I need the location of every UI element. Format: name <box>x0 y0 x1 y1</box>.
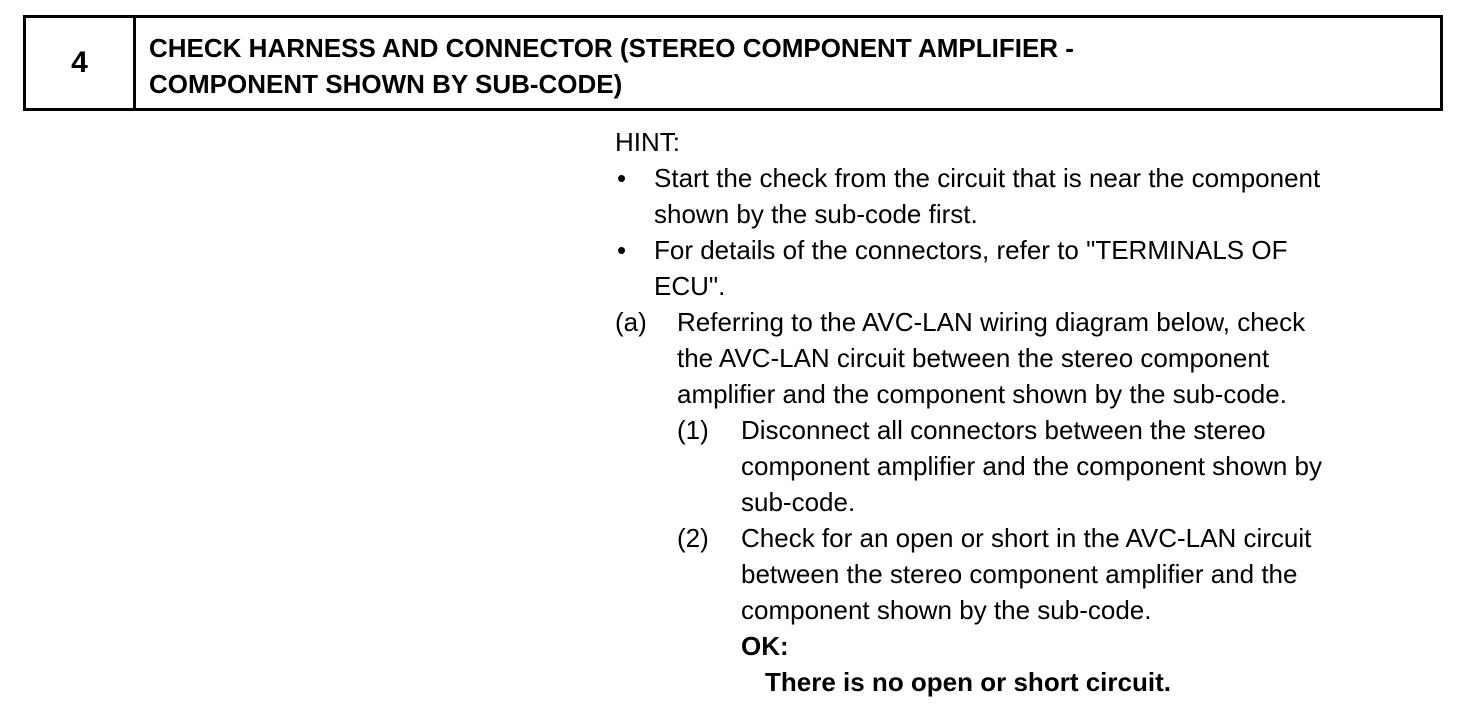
substep-marker: (2) <box>677 523 709 553</box>
procedure-step: (a) Referring to the AVC-LAN wiring diag… <box>615 304 1455 700</box>
step-number: 4 <box>26 18 136 108</box>
bullet-marker: • <box>617 235 627 265</box>
ok-result: There is no open or short circuit. <box>765 667 1171 697</box>
procedure-text-line: amplifier and the component shown by the… <box>677 379 1287 409</box>
substep-marker: (1) <box>677 415 709 445</box>
substep-text-line: sub-code. <box>741 487 856 517</box>
hint-label: HINT: <box>615 127 680 157</box>
bullet-marker: • <box>617 163 627 193</box>
hint-bullet: • Start the check from the circuit that … <box>615 160 1455 232</box>
step-marker: (a) <box>615 307 647 337</box>
substep-text-line: component shown by the sub-code. <box>741 595 1152 625</box>
substep-text-line: Check for an open or short in the AVC-LA… <box>741 523 1312 553</box>
procedure-text-line: the AVC-LAN circuit between the stereo c… <box>677 343 1270 373</box>
step-title: CHECK HARNESS AND CONNECTOR (STEREO COMP… <box>136 18 1440 108</box>
hint-text-line: shown by the sub-code first. <box>654 199 978 229</box>
step-header: 4 CHECK HARNESS AND CONNECTOR (STEREO CO… <box>23 15 1443 111</box>
hint-text-line: Start the check from the circuit that is… <box>654 163 1321 193</box>
ok-label: OK: <box>741 631 789 661</box>
step-title-line: CHECK HARNESS AND CONNECTOR (STEREO COMP… <box>149 33 1074 63</box>
hint-bullet: • For details of the connectors, refer t… <box>615 232 1455 304</box>
substep-text-line: between the stereo component amplifier a… <box>741 559 1298 589</box>
substep-text-line: component amplifier and the component sh… <box>741 451 1323 481</box>
hint-text-line: ECU". <box>654 271 726 301</box>
hint-text-line: For details of the connectors, refer to … <box>654 235 1288 265</box>
substep: (2) Check for an open or short in the AV… <box>677 520 1455 700</box>
step-title-line: COMPONENT SHOWN BY SUB-CODE) <box>149 69 623 99</box>
procedure-text-line: Referring to the AVC-LAN wiring diagram … <box>677 307 1306 337</box>
substep: (1) Disconnect all connectors between th… <box>677 412 1455 520</box>
instruction-body: HINT: • Start the check from the circuit… <box>615 124 1455 700</box>
substep-text-line: Disconnect all connectors between the st… <box>741 415 1266 445</box>
